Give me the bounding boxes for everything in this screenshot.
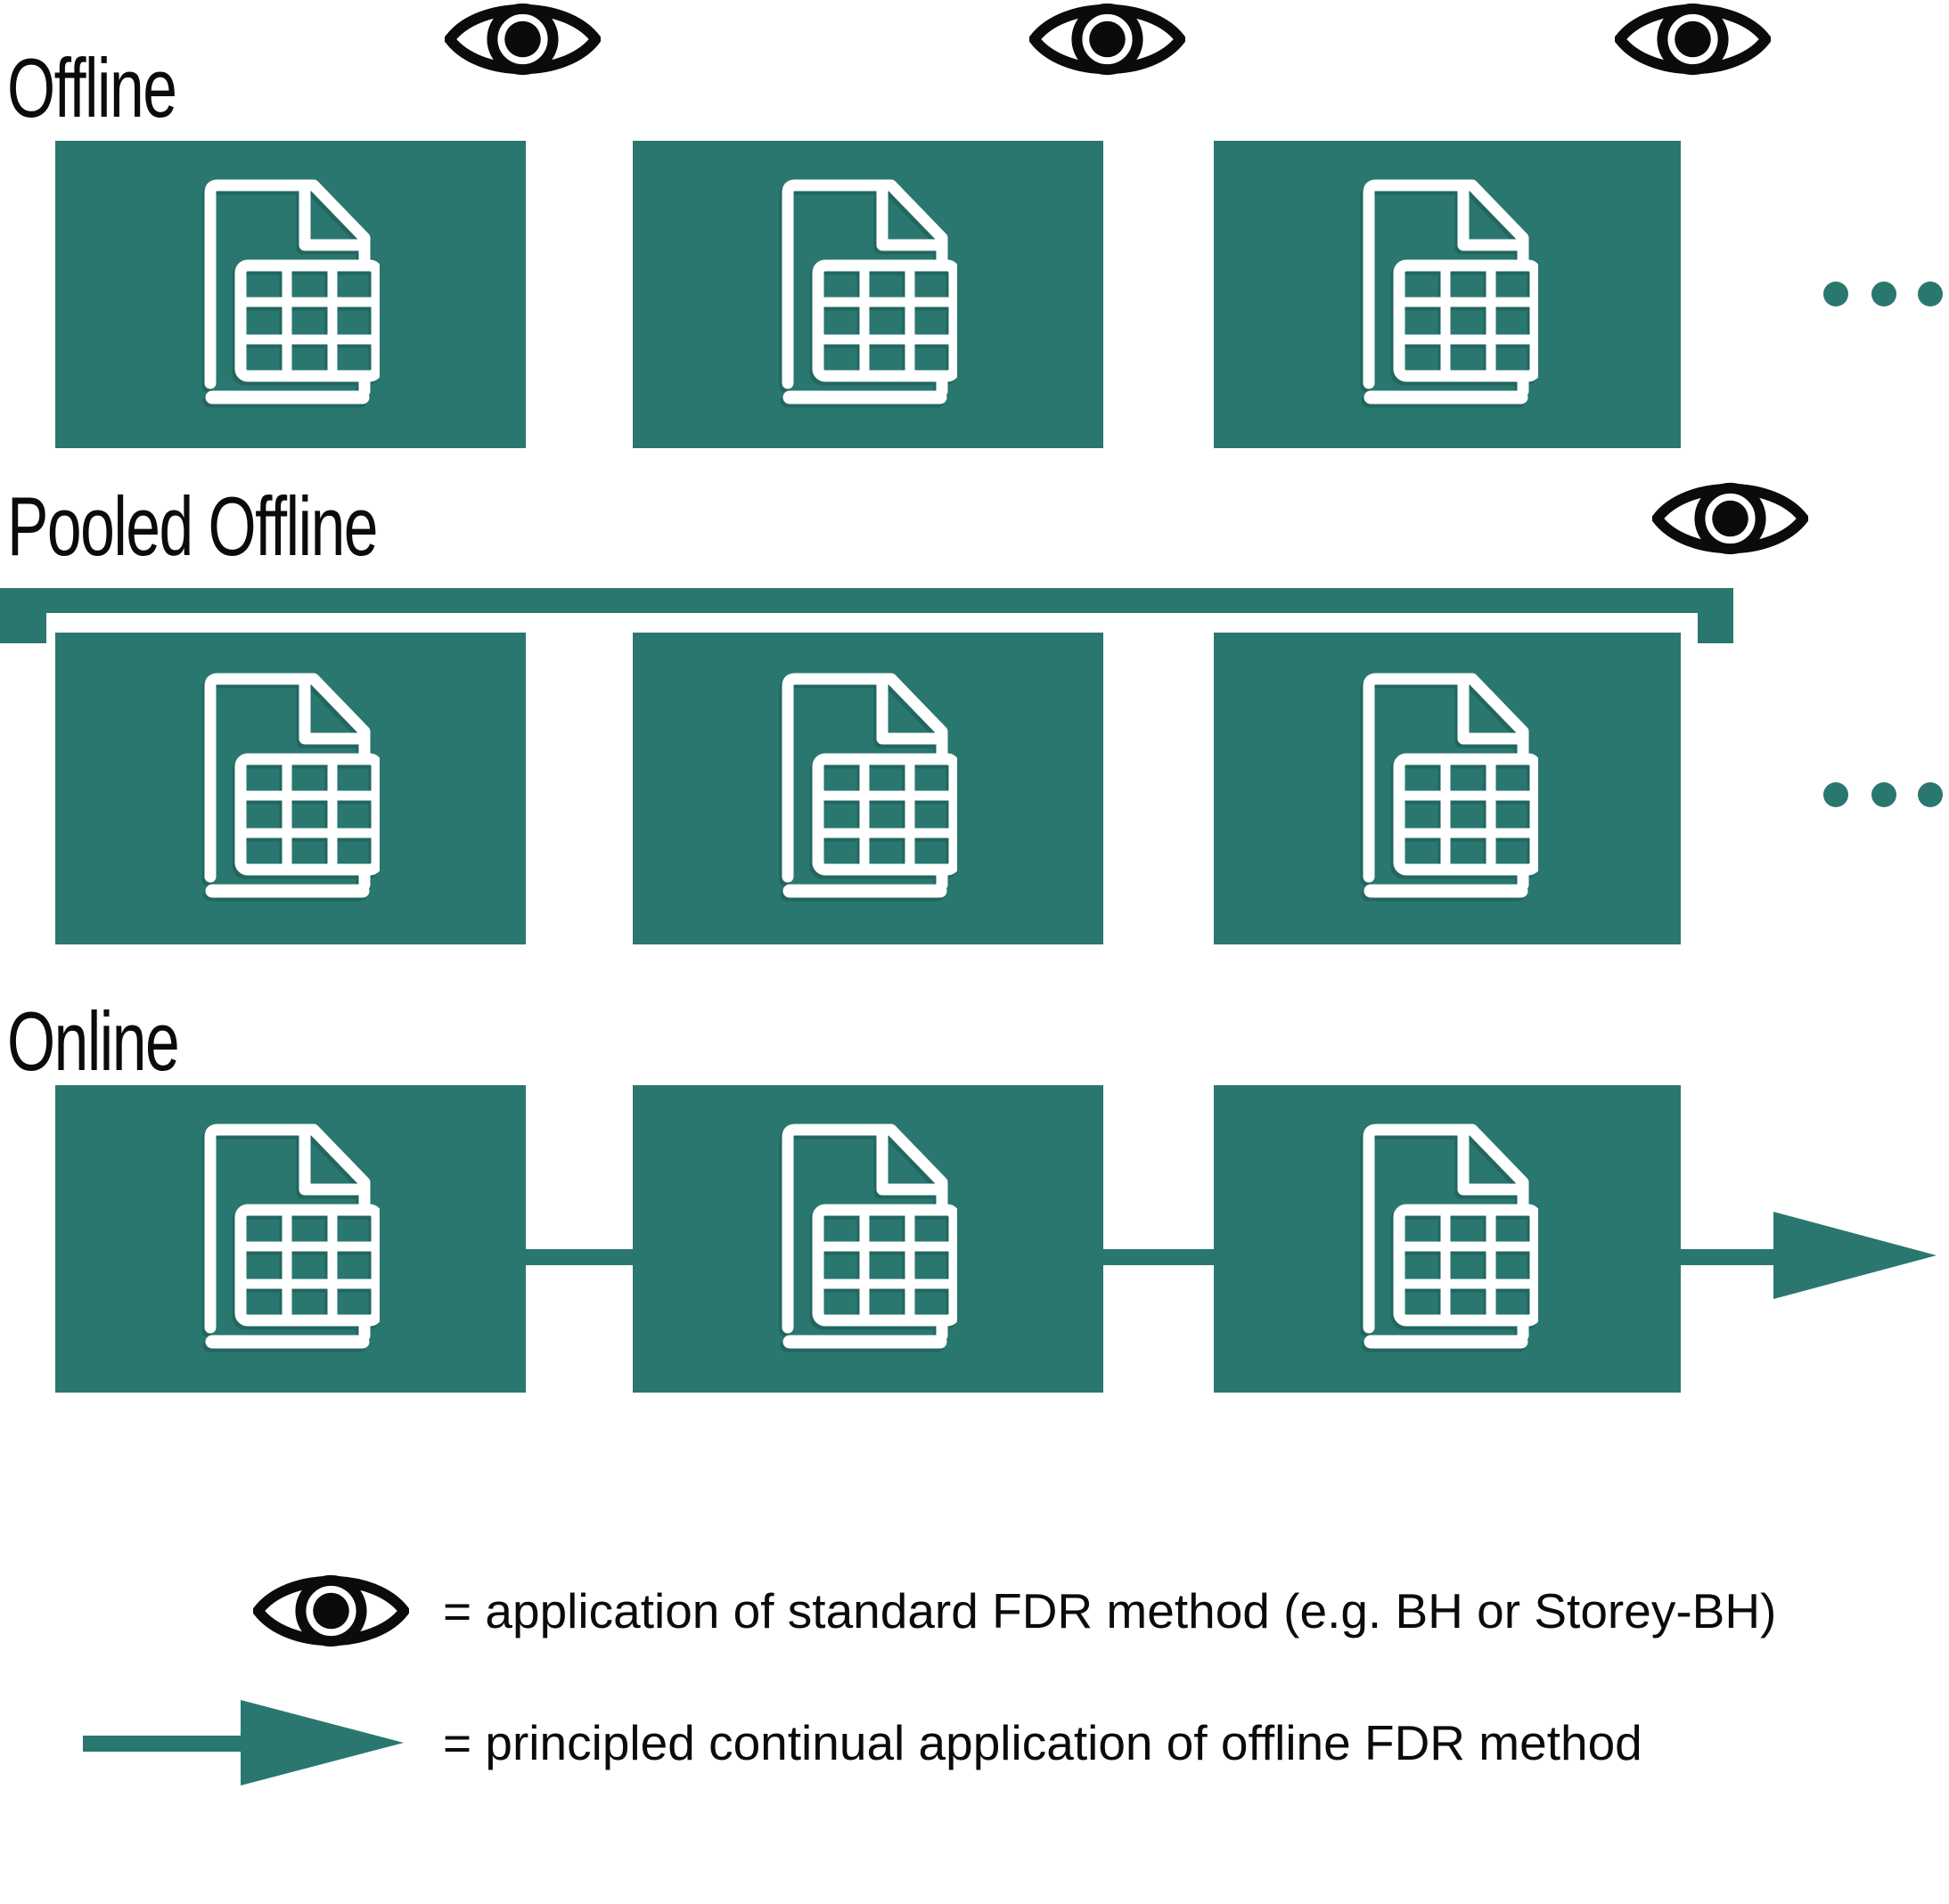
ellipsis-dot: [1871, 282, 1896, 306]
legend-continual-arrow-icon: [241, 1700, 404, 1786]
online-data-batch-box: [55, 1085, 526, 1393]
ellipsis-dot: [1823, 282, 1848, 306]
pooled-offline-section-label: Pooled Offline: [7, 479, 378, 573]
ellipsis-dots: [1823, 282, 1943, 306]
eye-icon: [1029, 0, 1185, 82]
eye-icon: [1652, 476, 1808, 561]
spreadsheet-file-icon: [201, 1121, 380, 1349]
legend-arrow-tail: [83, 1736, 250, 1752]
spreadsheet-file-icon: [1360, 1121, 1538, 1349]
online-section-label: Online: [7, 994, 180, 1088]
pooling-bracket-right-lip: [1698, 588, 1733, 643]
offline-section-label: Offline: [7, 41, 177, 135]
continual-arrow-tail: [1681, 1249, 1788, 1265]
pooled-data-batch-box: [55, 633, 526, 944]
spreadsheet-file-icon: [779, 1121, 957, 1349]
pooled-data-batch-box: [633, 633, 1103, 944]
online-data-batch-box: [633, 1085, 1103, 1393]
offline-data-batch-box: [55, 141, 526, 448]
spreadsheet-file-icon: [1360, 176, 1538, 404]
online-connector-line: [526, 1249, 633, 1265]
pooled-data-batch-box: [1214, 633, 1681, 944]
online-connector-line: [1103, 1249, 1214, 1265]
spreadsheet-file-icon: [201, 176, 380, 404]
legend-eye-icon: [253, 1568, 409, 1654]
eye-icon: [1615, 0, 1771, 82]
offline-data-batch-box: [1214, 141, 1681, 448]
legend-eye-text: = application of standard FDR method (e.…: [443, 1583, 1777, 1638]
spreadsheet-file-icon: [779, 176, 957, 404]
pooling-bracket-left-lip: [0, 588, 46, 643]
ellipsis-dot: [1823, 782, 1848, 807]
ellipsis-dot: [1871, 782, 1896, 807]
ellipsis-dot: [1918, 282, 1943, 306]
ellipsis-dot: [1918, 782, 1943, 807]
continual-arrow-icon: [1773, 1212, 1937, 1299]
online-data-batch-box: [1214, 1085, 1681, 1393]
pooling-bracket-bar: [0, 588, 1733, 613]
eye-icon: [445, 0, 601, 82]
ellipsis-dots: [1823, 782, 1943, 807]
spreadsheet-file-icon: [1360, 670, 1538, 898]
legend-arrow-text: = principled continual application of of…: [443, 1715, 1642, 1770]
spreadsheet-file-icon: [779, 670, 957, 898]
offline-data-batch-box: [633, 141, 1103, 448]
spreadsheet-file-icon: [201, 670, 380, 898]
